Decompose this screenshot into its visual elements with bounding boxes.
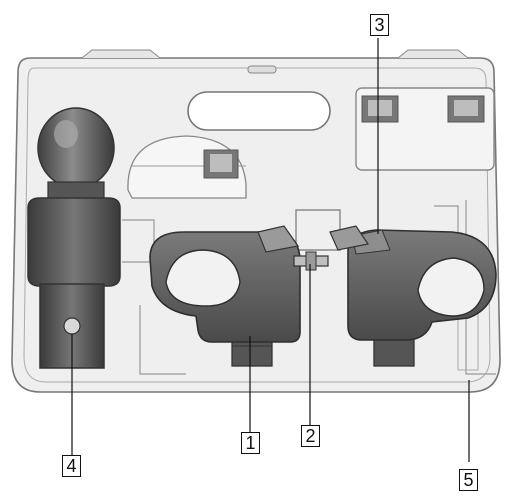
callout-1: 1 [241,432,260,454]
callout-2: 2 [301,425,320,447]
right-pin-bracket [347,229,497,367]
left-pin-bracket [149,231,301,367]
callout-5: 5 [459,469,478,491]
callout-4: 4 [62,455,81,477]
callout-3: 3 [370,14,389,36]
leader-lines [71,38,470,462]
center-latch [257,225,369,271]
